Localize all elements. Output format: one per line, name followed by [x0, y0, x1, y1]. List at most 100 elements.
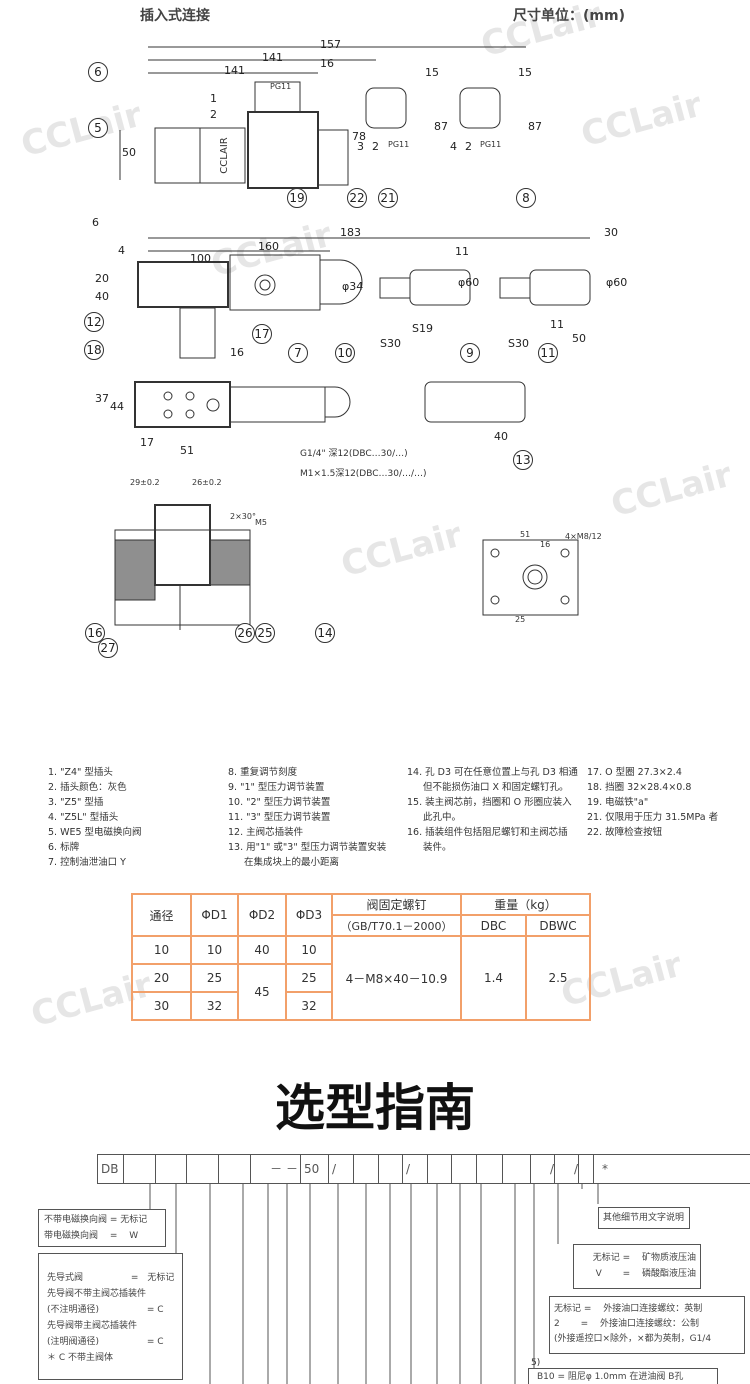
note: 18. 挡圈 32×28.4×0.8 [587, 782, 692, 793]
label: S19 [412, 322, 433, 335]
note: 21. 仅限用于压力 31.5MPa 者 [587, 812, 719, 823]
code-slash: / [530, 1154, 555, 1184]
callout: 3 [357, 140, 364, 153]
cell: 10 [131, 935, 192, 965]
callout: 16 [85, 623, 105, 643]
cell: 30 [131, 991, 192, 1021]
callout: 17 [252, 324, 272, 344]
mount-pattern [482, 539, 579, 616]
box-line: V = 磷酸酯液压油 [595, 1269, 696, 1279]
knob [320, 259, 363, 305]
th-screw-std: （GB/T70.1－2000） [331, 914, 462, 937]
th-screw: 阀固定螺钉 [331, 893, 462, 916]
callout: 6 [88, 62, 108, 82]
note: 1. "Z4" 型插头 [48, 767, 113, 778]
callout: 19 [287, 188, 307, 208]
thread-box: 无标记 = 外接油口连接螺纹：英制 2 = 外接油口连接螺纹：公制 (外接遥控口… [549, 1296, 745, 1354]
note: 17. O 型圈 27.3×2.4 [587, 767, 682, 778]
note: 在集成块上的最小距离 [244, 857, 340, 868]
guide-title: 选型指南 [275, 1079, 475, 1137]
note: 12. 主阀芯插装件 [228, 827, 304, 838]
box-line: (注明阀通径) = C [47, 1337, 164, 1347]
code-dash: － － [250, 1154, 301, 1184]
code-cell [476, 1154, 503, 1184]
note: 13. 用"1" 或"3" 型压力调节装置安装 [228, 842, 387, 853]
dim: 20 [95, 272, 109, 285]
b10-box: B10 = 阻尼φ 1.0mm 在进油阀 B孔 [528, 1368, 718, 1384]
label: S30 [380, 337, 401, 350]
code-cell [378, 1154, 403, 1184]
note: 16. 插装组件包括阻尼螺钉和主阀芯插 [407, 827, 568, 838]
note: 9. "1" 型压力调节装置 [228, 782, 325, 793]
dim: 141 [224, 64, 245, 77]
note: 5. WE5 型电磁换向阀 [48, 827, 142, 838]
dim: 30 [604, 226, 618, 239]
cell: 2.5 [525, 935, 591, 1021]
dim: 100 [190, 252, 211, 265]
callout: 2 [465, 140, 472, 153]
note: 4. "Z5L" 型插头 [48, 812, 119, 823]
unit-label: 尺寸单位：(mm) [513, 8, 625, 24]
fluid-box: 无标记 = 矿物质液压油 V = 磷酸酯液压油 [573, 1244, 701, 1289]
box-line: 无标记 = 矿物质液压油 [592, 1253, 696, 1263]
insert-cartridge [179, 307, 216, 359]
note: 14. 孔 D3 可在任意位置上与孔 D3 相通 [407, 767, 578, 778]
cell: 4－M8×40－10.9 [331, 935, 462, 1021]
th-dbc: DBC [460, 914, 527, 937]
code-cell [353, 1154, 379, 1184]
hatch [114, 539, 156, 601]
code-cell [218, 1154, 251, 1184]
technical-drawing [114, 46, 591, 630]
dim: 11 [550, 318, 564, 331]
dim: φ34 [342, 280, 364, 293]
cell: 40 [237, 935, 287, 965]
th-d2: ΦD2 [237, 893, 287, 937]
dim: φ60 [606, 276, 628, 289]
solenoid-box: 不带电磁换向阀 = 无标记 带电磁换向阀 = W [38, 1209, 166, 1247]
plug-connector [254, 81, 301, 113]
note: 6. 标牌 [48, 842, 80, 853]
cell: 10 [285, 935, 333, 965]
callout: 27 [98, 638, 118, 658]
box-line: 先导阀带主阀芯插装件 [47, 1321, 138, 1331]
note: 3. "Z5" 型插 [48, 797, 104, 808]
valve-side [137, 261, 229, 308]
valve-body [199, 127, 246, 184]
label: S30 [508, 337, 529, 350]
callout: 4 [450, 140, 457, 153]
box-line: 带电磁换向阀 = W [44, 1231, 139, 1241]
code-cell [123, 1154, 156, 1184]
cell: 10 [190, 935, 239, 965]
callout: 5 [88, 118, 108, 138]
label: 29±0.2 [130, 478, 160, 487]
callout: 12 [84, 312, 104, 332]
dim: 4 [118, 244, 125, 257]
brand-label: CCLAIR [218, 137, 230, 174]
dim: 15 [518, 66, 532, 79]
cell: 20 [131, 963, 192, 993]
note: 8. 重复调节刻度 [228, 767, 298, 778]
callout: 25 [255, 623, 275, 643]
code-cell [186, 1154, 219, 1184]
note: 11. "3" 型压力调节装置 [228, 812, 331, 823]
callout: 14 [315, 623, 335, 643]
cell: 32 [190, 991, 239, 1021]
dim: φ60 [458, 276, 480, 289]
note: 但不能损伤油口 X 和固定螺钉孔。 [423, 782, 569, 793]
callout: 8 [516, 188, 536, 208]
callout: 9 [460, 343, 480, 363]
code-cell [451, 1154, 477, 1184]
th-size: 通径 [131, 893, 192, 937]
callout: 7 [288, 343, 308, 363]
th-d3: ΦD3 [285, 893, 333, 937]
box-line: 不带电磁换向阀 = 无标记 [44, 1215, 148, 1225]
dim: 78 [352, 130, 366, 143]
dim: 141 [262, 51, 283, 64]
callout: 1 [210, 92, 217, 105]
callout: 11 [538, 343, 558, 363]
box-line: ＊ C 不带主阀体 [47, 1353, 114, 1363]
plug-z5 [365, 87, 407, 129]
label: 4×M8/12 [565, 532, 602, 541]
other-box: 其他细节用文字说明 [598, 1207, 690, 1229]
